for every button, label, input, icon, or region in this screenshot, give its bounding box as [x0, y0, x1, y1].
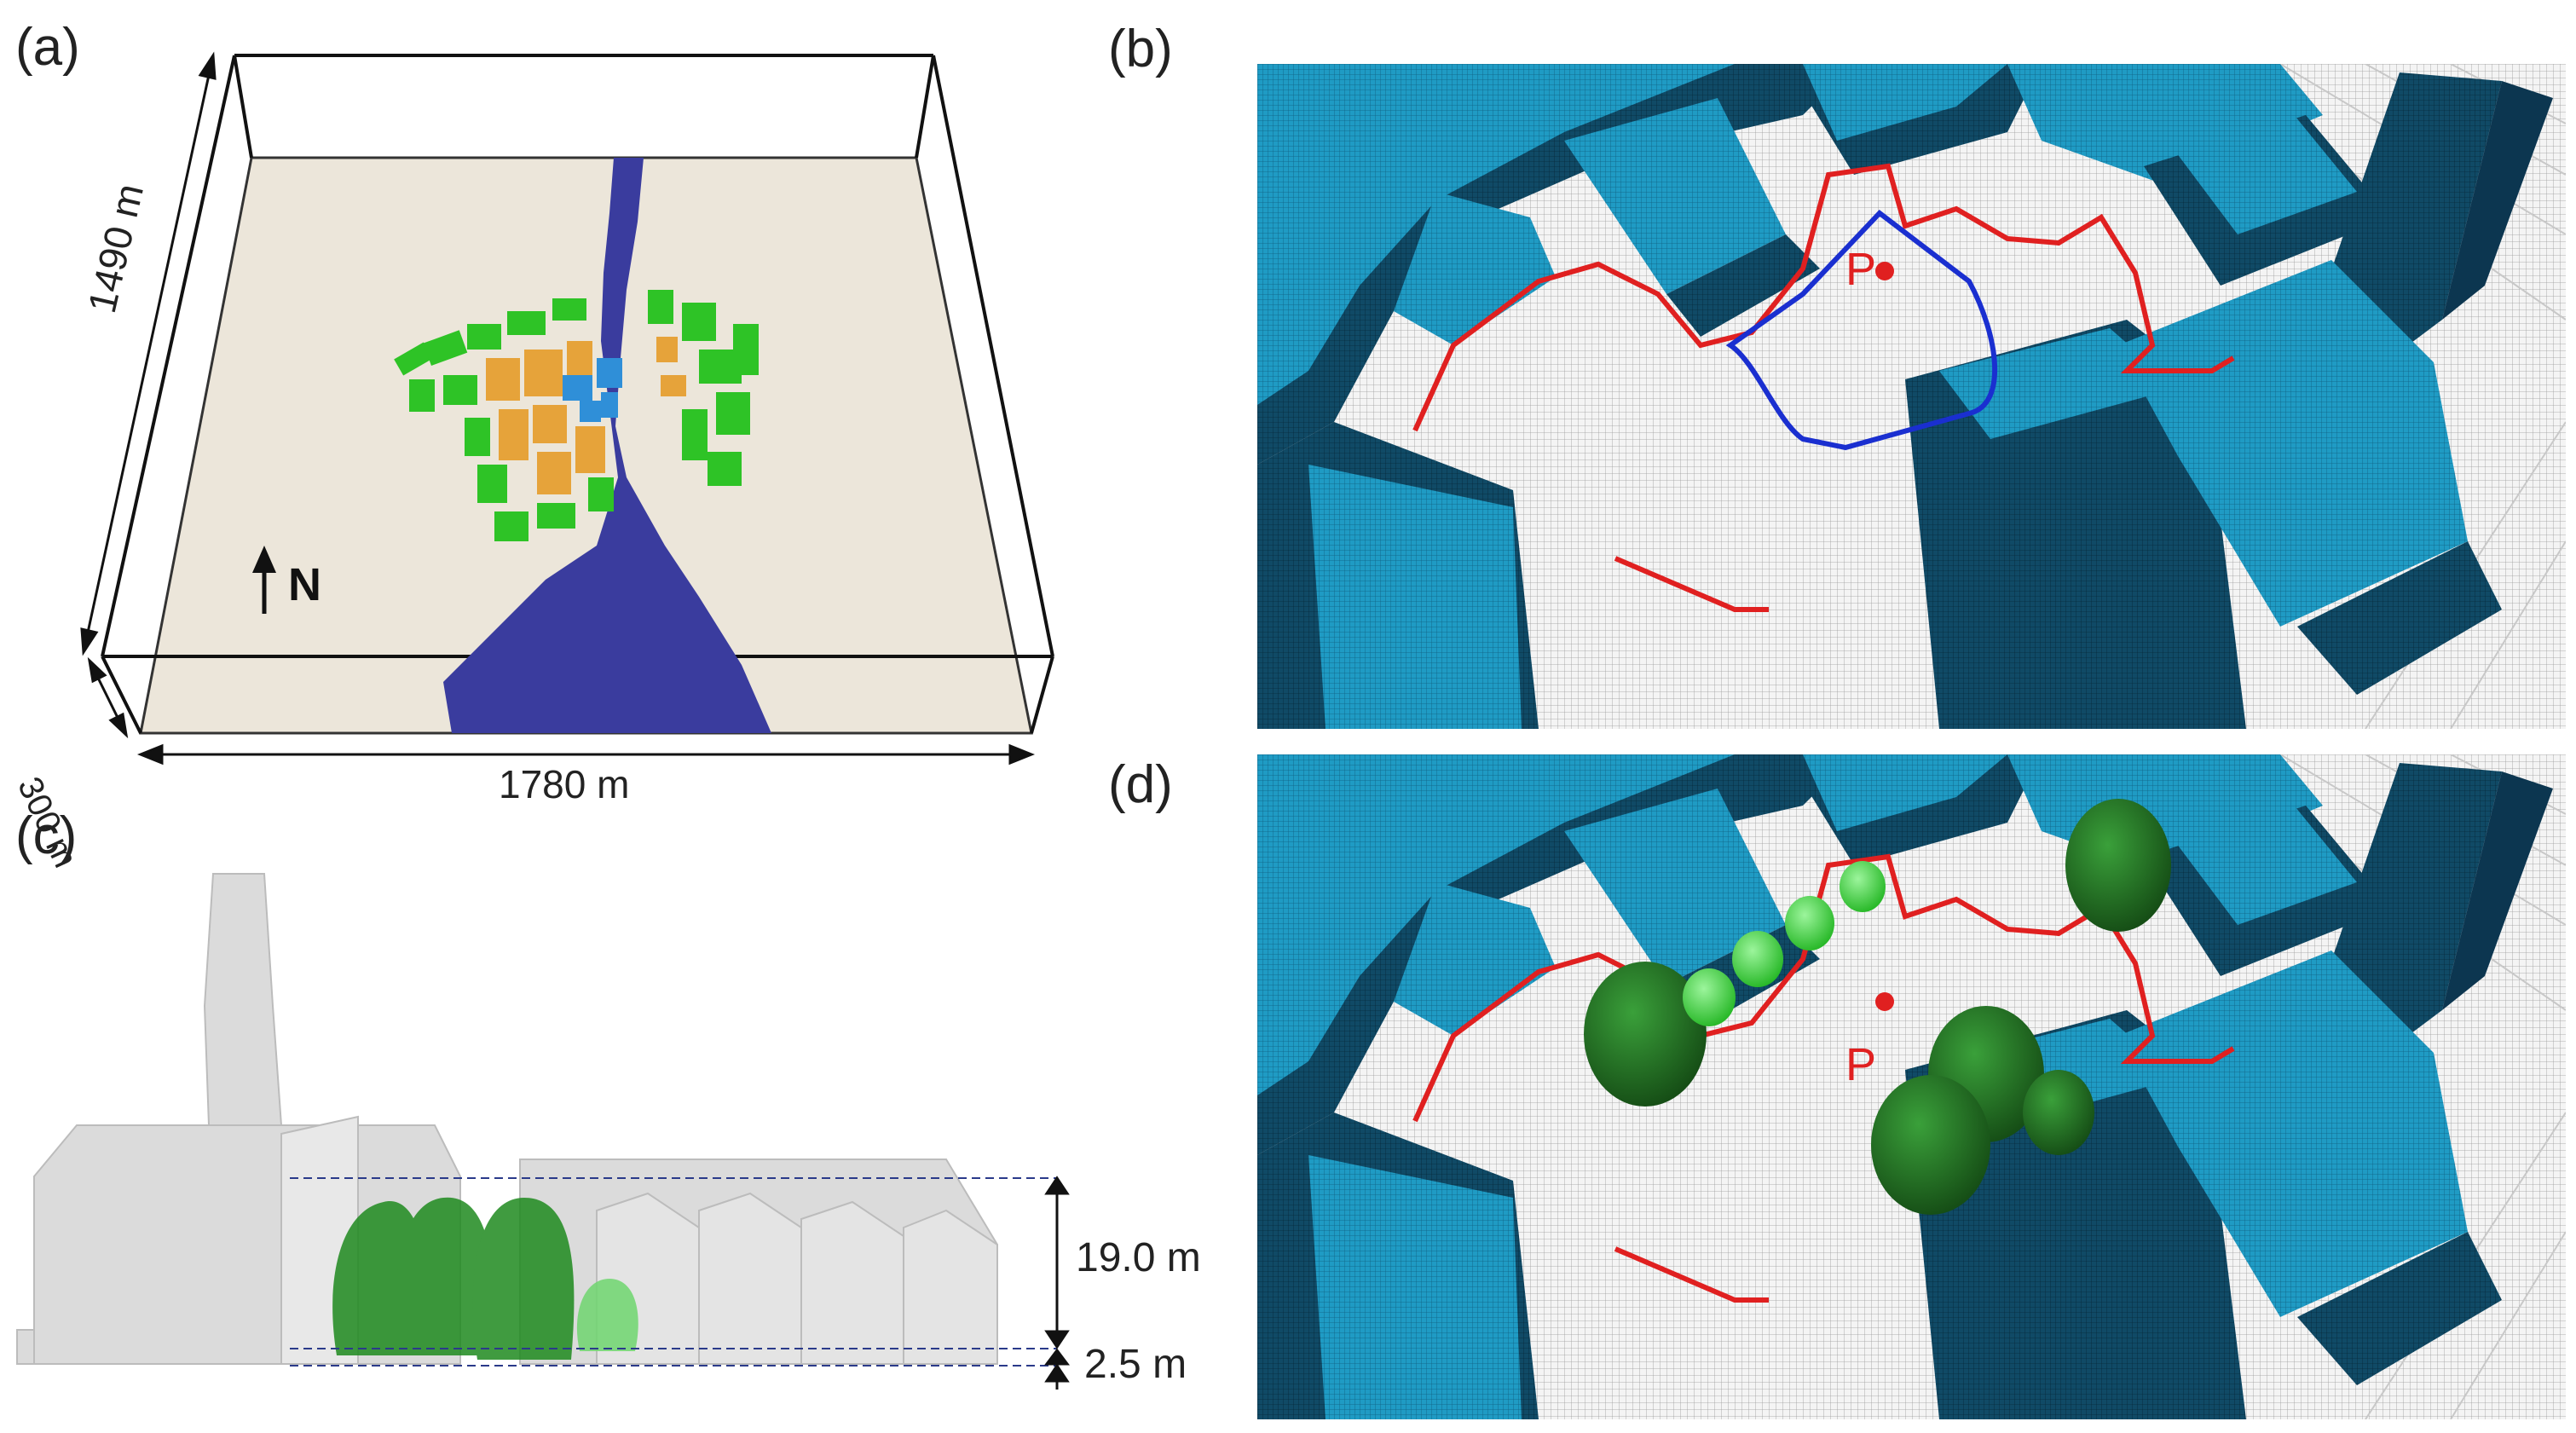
- trees-elevation: [332, 1197, 638, 1360]
- panel-c-label: (c): [15, 806, 78, 865]
- point-p-marker-d: [1875, 992, 1894, 1011]
- river: [443, 158, 771, 733]
- dim-width-label: 1780 m: [499, 762, 630, 806]
- town-buildings: [394, 290, 759, 541]
- buildings-elevation: [16, 873, 998, 1365]
- tree-height-label: 19.0 m: [1076, 1235, 1201, 1280]
- panel-b-render: [1257, 64, 2566, 729]
- square-boundary: [1412, 163, 2235, 432]
- dimension-lines: [80, 51, 1036, 766]
- height-reference-lines: [290, 1177, 1057, 1367]
- panel-d-label: (d): [1108, 755, 1173, 814]
- small-trees: [1683, 861, 1886, 1026]
- panel-c-elevation: [16, 873, 1070, 1390]
- point-p-label-d: P: [1845, 1039, 1877, 1090]
- panel-b-label: (b): [1108, 20, 1173, 78]
- trunk-height-label: 2.5 m: [1084, 1342, 1187, 1387]
- panel-d-render: [1257, 754, 2566, 1419]
- panel-a-label: (a): [15, 18, 80, 77]
- north-label: N: [288, 559, 321, 610]
- buildings-b: [1257, 64, 2553, 729]
- point-p-marker: [1875, 262, 1894, 280]
- evaluation-zone: [1725, 209, 1998, 451]
- large-trees: [1584, 799, 2171, 1215]
- panel-a-domain: [80, 51, 1054, 766]
- height-dimension-arrows: [1044, 1176, 1070, 1390]
- north-arrow-icon: [252, 546, 276, 614]
- point-p-label-b: P: [1845, 244, 1877, 295]
